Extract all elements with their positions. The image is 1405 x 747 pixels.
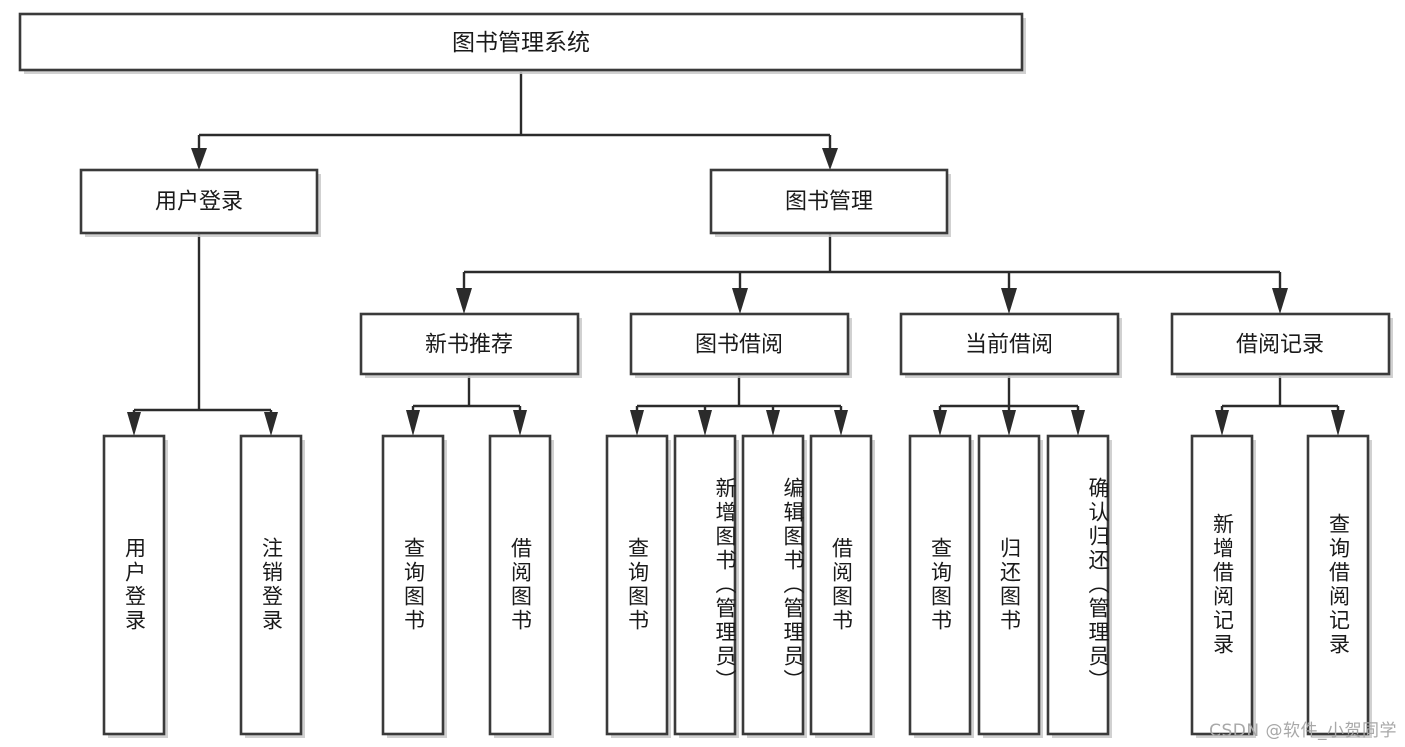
arrow-head-newbook-leaf-2 <box>513 410 527 436</box>
node-current-borrow[interactable]: 当前借阅 <box>899 312 1122 378</box>
connector-group-userlogin-to-leaves <box>127 233 278 436</box>
leaf-node-user-login[interactable] <box>102 434 168 738</box>
connector-group-currentborrow-to-leaves <box>933 376 1085 436</box>
leaf-node-logout-rect[interactable] <box>239 434 303 736</box>
node-book-borrow-rect[interactable] <box>629 312 850 376</box>
arrow-head-leaf-logout <box>264 412 278 436</box>
arrow-head-new-book <box>456 288 472 314</box>
arrow-head-user-login <box>191 148 207 170</box>
arrow-head-borrowrecord-leaf-2 <box>1331 410 1345 436</box>
leaf-node-bookborrow-edit-book-rect[interactable] <box>741 434 805 736</box>
arrow-head-leaf-user-login <box>127 412 141 436</box>
leaf-node-currentborrow-return-book[interactable] <box>977 434 1043 738</box>
node-root-rect[interactable] <box>18 12 1024 72</box>
arrow-head-bookborrow-leaf-1 <box>630 410 644 436</box>
node-new-book-recommend[interactable]: 新书推荐 <box>359 312 582 378</box>
node-borrow-record-label: 借阅记录 <box>1236 333 1324 358</box>
node-user-login-label: 用户登录 <box>155 190 243 215</box>
connector-group-root-to-level2 <box>191 72 838 170</box>
node-book-borrow[interactable]: 图书借阅 <box>629 312 852 378</box>
node-current-borrow-rect[interactable] <box>899 312 1120 376</box>
leaf-node-bookborrow-borrow-book[interactable] <box>809 434 875 738</box>
csdn-watermark: CSDN @软件_小贺同学 <box>1209 721 1397 741</box>
leaf-node-user-login-rect[interactable] <box>102 434 166 736</box>
leaf-node-borrowrecord-query-record-rect[interactable] <box>1306 434 1370 736</box>
leaf-node-currentborrow-query-book-rect[interactable] <box>908 434 972 736</box>
leaf-node-newbook-query-book-rect[interactable] <box>381 434 445 736</box>
arrow-head-borrow-record <box>1272 288 1288 314</box>
leaf-node-newbook-borrow-book[interactable] <box>488 434 554 738</box>
node-new-book-recommend-label: 新书推荐 <box>425 333 513 358</box>
node-book-management[interactable]: 图书管理 <box>709 168 951 237</box>
node-root-book-management-system[interactable]: 图书管理系统 <box>18 12 1026 74</box>
connector-group-bookmanage-to-level3 <box>456 233 1288 314</box>
arrow-head-currentborrow-leaf-2 <box>1002 410 1016 436</box>
leaf-node-currentborrow-query-book[interactable] <box>908 434 974 738</box>
leaf-node-bookborrow-edit-book[interactable] <box>741 434 807 738</box>
leaf-node-bookborrow-add-book[interactable] <box>673 434 739 738</box>
node-borrow-record-rect[interactable] <box>1170 312 1391 376</box>
leaf-node-currentborrow-confirm-return[interactable] <box>1046 434 1112 738</box>
leaf-node-bookborrow-query-book-rect[interactable] <box>605 434 669 736</box>
leaf-node-logout[interactable] <box>239 434 305 738</box>
node-current-borrow-label: 当前借阅 <box>965 333 1053 358</box>
node-book-borrow-label: 图书借阅 <box>695 333 783 358</box>
arrow-head-currentborrow-leaf-3 <box>1071 410 1085 436</box>
arrow-head-book-borrow <box>732 288 748 314</box>
arrow-head-currentborrow-leaf-1 <box>933 410 947 436</box>
leaf-node-borrowrecord-add-record[interactable] <box>1190 434 1256 738</box>
node-book-management-label: 图书管理 <box>785 190 873 215</box>
leaf-node-newbook-query-book[interactable] <box>381 434 447 738</box>
node-new-book-recommend-rect[interactable] <box>359 312 580 376</box>
arrow-head-book-manage <box>822 148 838 170</box>
arrow-head-bookborrow-leaf-3 <box>766 410 780 436</box>
leaf-node-bookborrow-query-book[interactable] <box>605 434 671 738</box>
connector-group-bookborrow-to-leaves <box>630 376 848 436</box>
leaf-node-borrowrecord-query-record[interactable] <box>1306 434 1372 738</box>
node-root-label: 图书管理系统 <box>452 30 590 56</box>
leaf-node-borrowrecord-add-record-rect[interactable] <box>1190 434 1254 736</box>
arrow-head-bookborrow-leaf-2 <box>698 410 712 436</box>
leaf-node-bookborrow-borrow-book-rect[interactable] <box>809 434 873 736</box>
leaf-node-bookborrow-add-book-rect[interactable] <box>673 434 737 736</box>
leaf-node-currentborrow-confirm-return-rect[interactable] <box>1046 434 1110 736</box>
leaf-node-newbook-borrow-book-rect[interactable] <box>488 434 552 736</box>
arrow-head-bookborrow-leaf-4 <box>834 410 848 436</box>
leaf-node-currentborrow-return-book-rect[interactable] <box>977 434 1041 736</box>
arrow-head-borrowrecord-leaf-1 <box>1215 410 1229 436</box>
node-user-login-rect[interactable] <box>79 168 319 235</box>
arrow-head-newbook-leaf-1 <box>406 410 420 436</box>
node-borrow-record[interactable]: 借阅记录 <box>1170 312 1393 378</box>
arrow-head-current-borrow <box>1001 288 1017 314</box>
connector-group-newbook-to-leaves <box>406 376 527 436</box>
connector-group-borrowrecord-to-leaves <box>1215 376 1345 436</box>
node-user-login[interactable]: 用户登录 <box>79 168 321 237</box>
node-book-management-rect[interactable] <box>709 168 949 235</box>
